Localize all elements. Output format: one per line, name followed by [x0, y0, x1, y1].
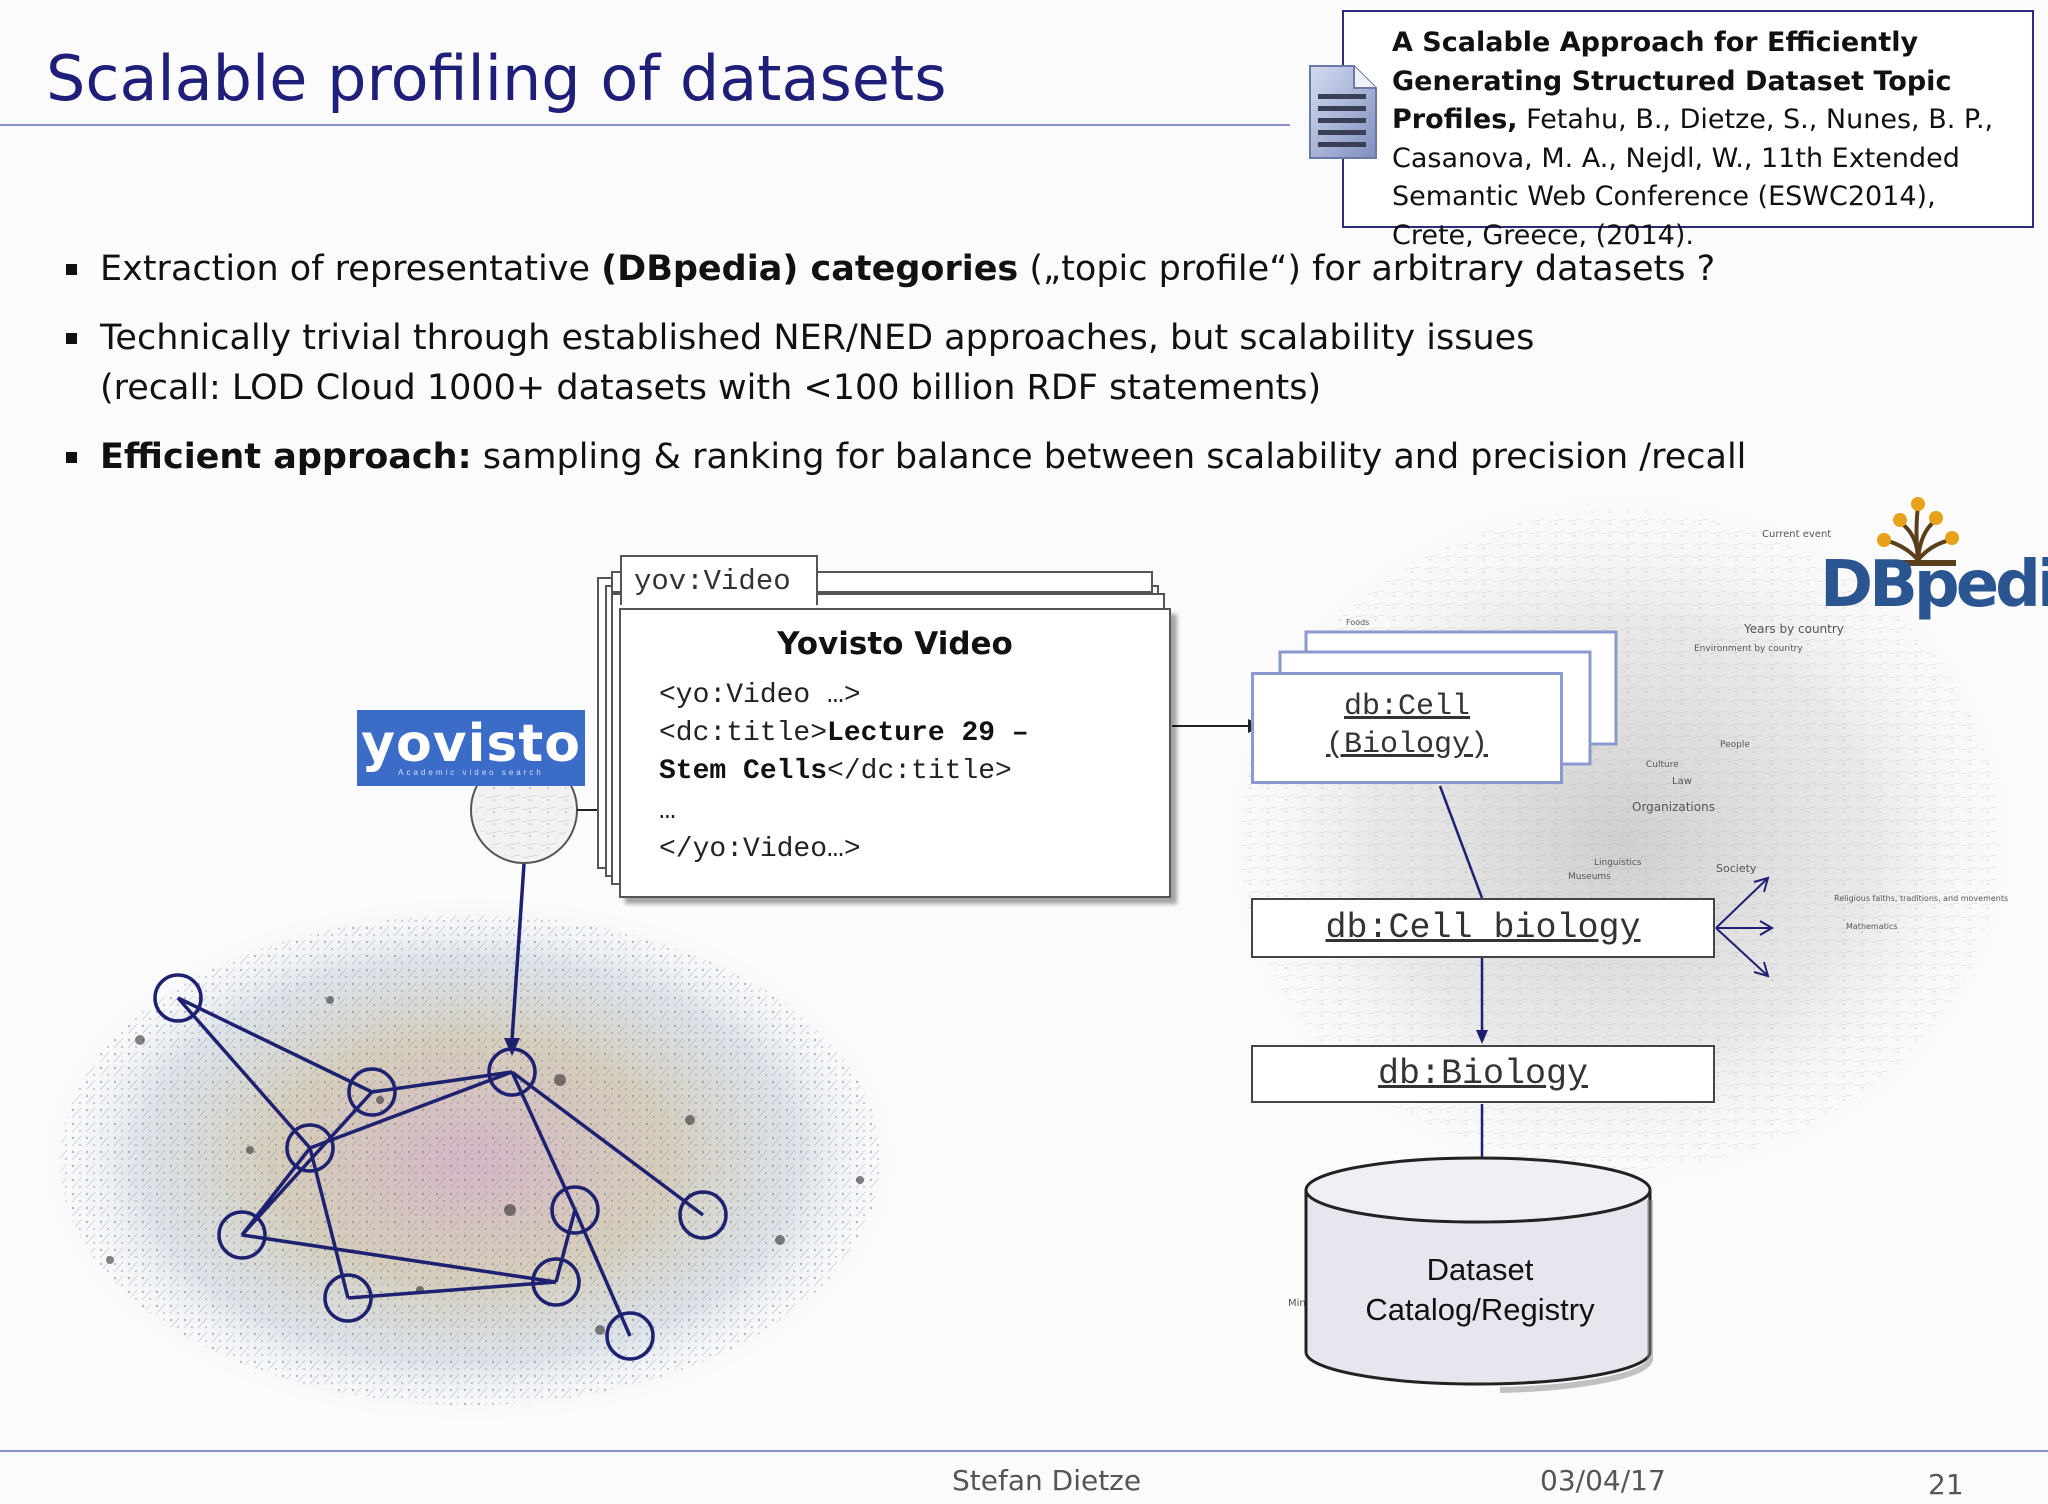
page-number: 21: [1928, 1468, 1964, 1501]
reference-box: [1342, 10, 2034, 228]
document-icon: [1309, 65, 1377, 159]
graph-label: Organizations: [1632, 800, 1715, 814]
dbpedia-logo: DBpedia: [1820, 548, 2048, 622]
category-card-text: db:Cell (Biology): [1251, 688, 1563, 764]
dbpedia-logo-icon: [1877, 497, 1959, 566]
graph-label: Mathematics: [1846, 922, 1898, 931]
graph-label: People: [1720, 740, 1750, 750]
bullet-1-bold: (DBpedia) categories: [601, 249, 1019, 289]
bullet-marker: [66, 264, 77, 275]
video-record-card: [619, 608, 1171, 898]
graph-label: Foods: [1346, 618, 1370, 627]
bullet-1-text: Extraction of representative: [100, 249, 602, 289]
category-card-line-1: db:Cell: [1343, 690, 1471, 724]
category-card: [1251, 672, 1563, 784]
code-line-2: <dc:title>Lecture 29 –: [659, 718, 1029, 749]
graph-label: Law: [1672, 776, 1692, 787]
reference-authors: Fetahu, B., Dietze, S., Nunes, B. P., Ca…: [1392, 104, 1994, 251]
reference-citation: A Scalable Approach for Efficiently Gene…: [1392, 24, 2012, 255]
code-line-3: Stem Cells</dc:title>: [659, 756, 1012, 787]
graph-label: Museums: [1568, 872, 1611, 882]
bullet-2-line-1: Technically trivial through established …: [100, 318, 1535, 358]
dataset-catalog-cylinder: [1304, 1156, 1653, 1393]
yovisto-logo: yovisto Academic video search: [357, 710, 585, 786]
bullet-1-text-end: („topic profile“) for arbitrary datasets…: [1018, 249, 1716, 289]
catalog-line-2: Catalog/Registry: [1365, 1292, 1595, 1327]
bullet-marker: [66, 452, 77, 463]
footer-date: 03/04/17: [1540, 1464, 1666, 1497]
category-card-line-2: (Biology): [1325, 728, 1489, 762]
graph-label: Min: [1288, 1298, 1306, 1309]
graph-label: Culture: [1646, 760, 1679, 770]
code-title-part-2: Stem Cells: [659, 756, 828, 787]
video-type-tab: yov:Video: [620, 555, 818, 605]
biology-category: db:Biology: [1251, 1045, 1715, 1103]
code-line-1: <yo:Video …>: [659, 680, 861, 711]
cell-biology-category: db:Cell biology: [1251, 898, 1715, 958]
footer-author: Stefan Dietze: [952, 1464, 1142, 1497]
bullet-marker: [66, 333, 77, 344]
slide-title: Scalable profiling of datasets: [46, 42, 947, 115]
bullet-3-text: sampling & ranking for balance between s…: [471, 437, 1747, 477]
yovisto-logo-name: yovisto: [361, 714, 581, 774]
catalog-line-1: Dataset: [1426, 1252, 1534, 1287]
bullet-3-bold: Efficient approach:: [100, 437, 472, 477]
code-line-5: </yo:Video…>: [659, 834, 861, 865]
graph-label: Current event: [1762, 529, 1832, 540]
code-line-4: …: [659, 796, 676, 827]
graph-label: Society: [1716, 862, 1757, 875]
code-tag-close: </dc:title>: [827, 756, 1012, 787]
reference-title: A Scalable Approach for Efficiently Gene…: [1392, 27, 1952, 135]
code-title-part-1: Lecture 29 –: [827, 718, 1029, 749]
dataset-catalog-label: Dataset Catalog/Registry: [1300, 1250, 1660, 1330]
graph-label: Linguistics: [1594, 858, 1642, 868]
graph-label: Religious faiths, traditions, and moveme…: [1834, 894, 2009, 903]
title-divider: [0, 124, 1290, 126]
yovisto-logo-tagline: Academic video search: [398, 768, 544, 777]
footer-divider: [0, 1450, 2048, 1452]
bullet-2-line-2: (recall: LOD Cloud 1000+ datasets with <…: [100, 368, 1322, 408]
code-tag-open: <dc:title>: [659, 718, 828, 749]
graph-label: Environment by country: [1694, 644, 1803, 654]
graph-label: Years by country: [1744, 622, 1844, 636]
video-card-heading: Yovisto Video: [777, 626, 1013, 662]
